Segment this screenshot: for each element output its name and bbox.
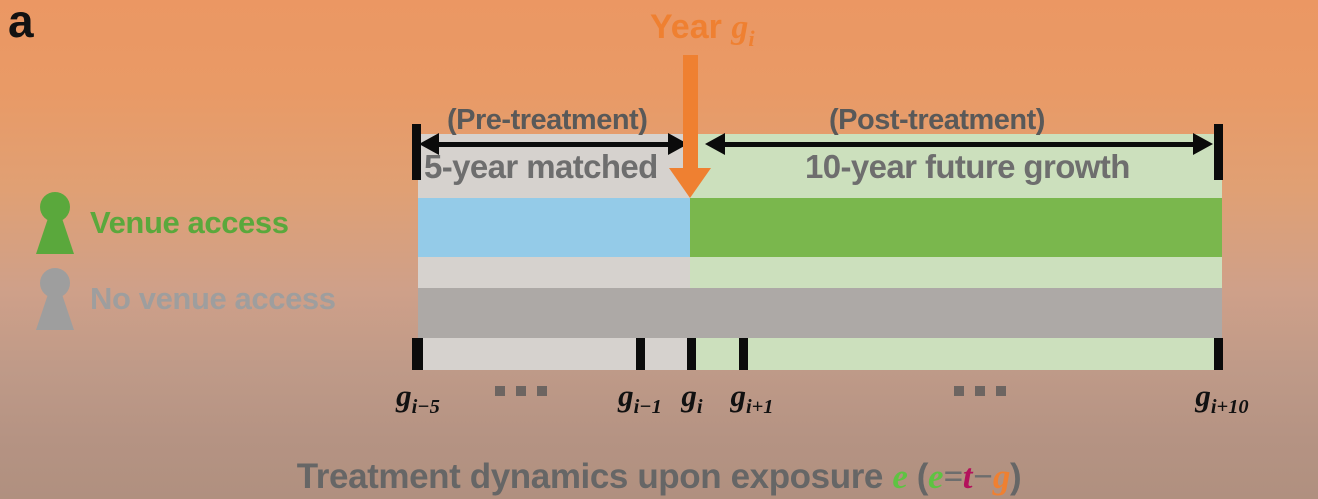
- boundary-tick-right: [1214, 124, 1223, 180]
- axis-label-var: g: [1195, 378, 1211, 413]
- timeline-chart: [414, 134, 1223, 370]
- pre-treatment-span-label: 5-year matched: [424, 148, 658, 185]
- caption-exposure-symbol: e: [892, 457, 908, 496]
- axis-label-var: g: [730, 378, 746, 413]
- panel-letter: a: [8, 0, 34, 47]
- axis-label-gi-5: gi−5: [396, 378, 440, 419]
- pre-arrow-line: [436, 142, 674, 147]
- pre-arrow-head-left: [419, 133, 439, 155]
- person-icon: [36, 268, 74, 330]
- post-arrow-head-left: [705, 133, 725, 155]
- year-marker-prefix: Year: [650, 8, 732, 46]
- axis-label-sub: i−5: [411, 396, 440, 419]
- legend-label-venue-access: Venue access: [90, 205, 289, 240]
- axis-label-var: g: [396, 378, 412, 413]
- boundary-tick-left-bottom: [412, 338, 421, 370]
- down-arrow-icon-head: [669, 168, 711, 198]
- axis-label-sub: i+1: [745, 396, 774, 419]
- boundary-tick-left: [412, 124, 421, 180]
- axis-ellipsis-left: [495, 386, 547, 396]
- axis-label-var: g: [681, 378, 697, 413]
- legend-label-no-venue-access: No venue access: [90, 281, 336, 316]
- year-marker-subscript: i: [748, 25, 755, 51]
- axis-ellipsis-right: [954, 386, 1006, 396]
- caption-e-symbol: e: [928, 457, 944, 496]
- person-icon: [36, 192, 74, 254]
- legend-item-no-venue-access: No venue access: [36, 268, 336, 330]
- axis-label-gi: gi: [681, 378, 702, 419]
- no-venue-access-band: [418, 288, 1222, 338]
- axis-label-gi+10: gi+10: [1195, 378, 1248, 419]
- caption-close-paren: ): [1009, 457, 1022, 496]
- caption-equals-sign: =: [943, 457, 963, 496]
- axis-tick-gi-1: [636, 338, 645, 370]
- caption-minus-sign: −: [972, 457, 993, 496]
- boundary-tick-right-bottom: [1214, 338, 1223, 370]
- axis-label-sub: i+10: [1210, 396, 1249, 419]
- axis-label-sub: i−1: [633, 396, 662, 419]
- axis-label-var: g: [618, 378, 634, 413]
- post-arrow-line: [722, 142, 1196, 147]
- down-arrow-icon-shaft: [683, 55, 698, 168]
- figure-caption: Treatment dynamics upon exposure e (e=t−…: [0, 457, 1318, 497]
- venue-access-band-post: [690, 198, 1222, 257]
- post-treatment-paren-label: (Post-treatment): [829, 104, 1045, 136]
- caption-t-symbol: t: [962, 457, 973, 496]
- legend-item-venue-access: Venue access: [36, 192, 289, 254]
- post-treatment-span-label: 10-year future growth: [805, 148, 1130, 185]
- year-marker-variable: g: [731, 9, 749, 46]
- caption-g-symbol: g: [992, 457, 1011, 496]
- caption-open-paren: (: [907, 457, 929, 496]
- venue-access-band-pre: [418, 198, 690, 257]
- post-arrow-head-right: [1193, 133, 1213, 155]
- axis-tick-gi+1: [739, 338, 748, 370]
- axis-label-gi+1: gi+1: [730, 378, 773, 419]
- axis-label-gi-1: gi−1: [618, 378, 662, 419]
- pre-treatment-paren-label: (Pre-treatment): [447, 104, 648, 136]
- axis-tick-gi: [687, 338, 696, 370]
- axis-label-sub: i: [696, 396, 703, 419]
- caption-prefix: Treatment dynamics upon exposure: [296, 457, 893, 496]
- year-marker-label: Year gi: [650, 8, 755, 52]
